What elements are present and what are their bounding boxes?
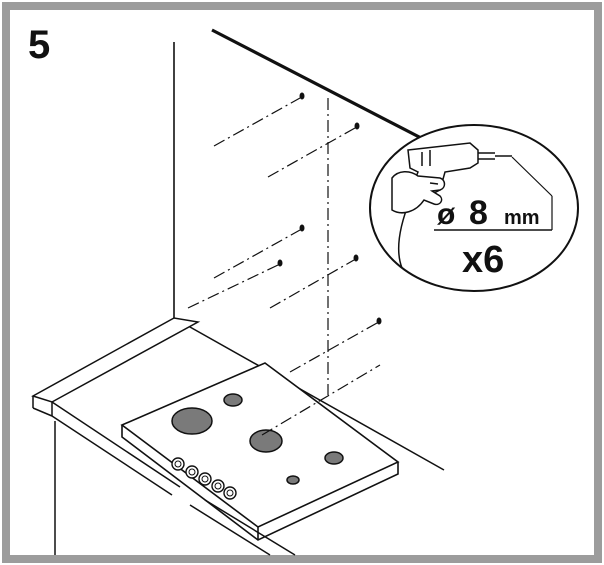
drill-hole bbox=[299, 92, 305, 100]
diameter-symbol: ø bbox=[437, 198, 456, 231]
drill-hole bbox=[353, 254, 359, 262]
burner-tiny bbox=[286, 475, 300, 485]
drill-hole bbox=[376, 317, 382, 325]
drill-hole bbox=[354, 122, 360, 130]
drill-hole bbox=[299, 224, 305, 232]
hand-icon bbox=[391, 171, 446, 214]
drill-hole bbox=[277, 259, 283, 267]
diameter-unit: mm bbox=[504, 207, 540, 229]
drill-holes bbox=[277, 92, 382, 325]
step-number: 5 bbox=[28, 23, 50, 67]
diameter-value: 8 bbox=[469, 194, 488, 232]
burner-small-right bbox=[324, 451, 344, 465]
hole-quantity: x6 bbox=[462, 239, 504, 281]
hob-centre-line bbox=[261, 364, 381, 436]
leader-diagonal bbox=[511, 156, 553, 197]
burner-small bbox=[223, 393, 243, 407]
control-knobs bbox=[171, 457, 237, 500]
burner-large bbox=[171, 407, 213, 435]
worktop bbox=[31, 317, 445, 556]
ceiling-edge bbox=[211, 28, 426, 142]
drill-guide-lines bbox=[187, 97, 378, 373]
burner-medium bbox=[249, 429, 283, 453]
hob bbox=[120, 362, 400, 541]
